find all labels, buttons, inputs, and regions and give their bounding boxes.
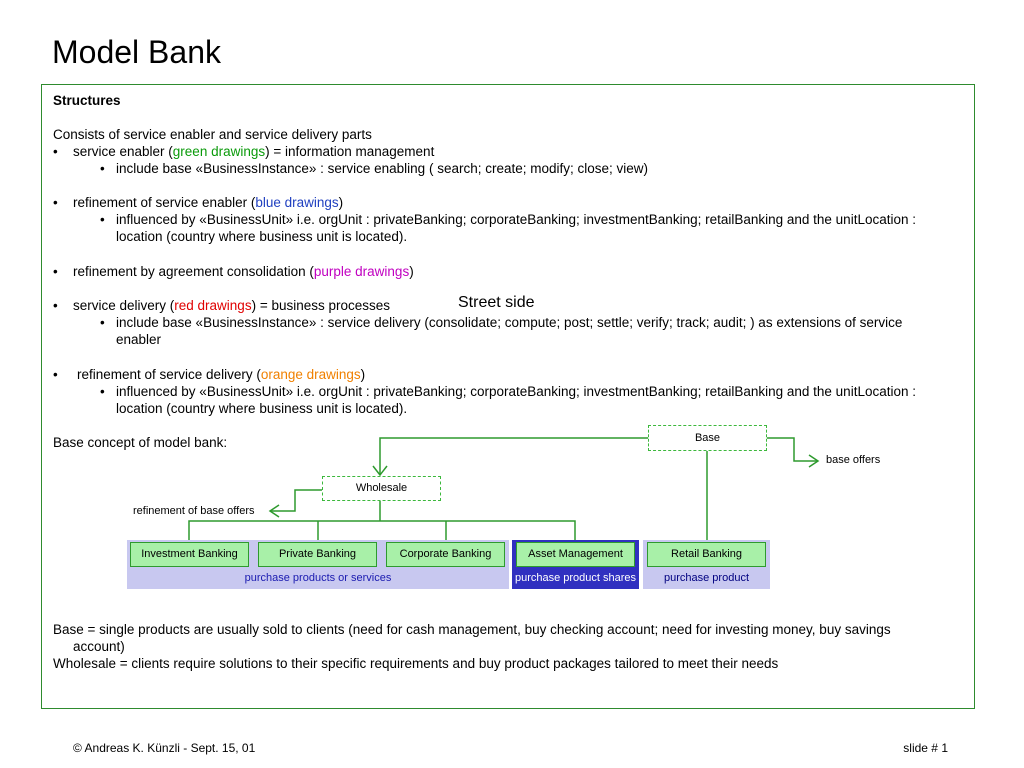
bullet-1-pre: service enabler ( — [73, 144, 173, 159]
base-offers-label: base offers — [826, 454, 881, 466]
retail-banking-box: Retail Banking — [647, 542, 766, 567]
content-frame — [41, 84, 975, 709]
corporate-banking-box: Corporate Banking — [386, 542, 505, 567]
base-concept-label: Base concept of model bank: — [53, 435, 228, 450]
bullet-4-sub-marker: • — [100, 315, 105, 330]
bullet-1: service enabler (green drawings) = infor… — [73, 143, 434, 160]
red-drawings-label: red drawings — [174, 298, 252, 313]
bullet-4-marker: • — [53, 298, 58, 313]
investment-banking-box: Investment Banking — [130, 542, 249, 567]
bullet-4: service delivery (red drawings) = busine… — [73, 297, 390, 314]
green-drawings-label: green drawings — [172, 144, 266, 159]
bullet-5-post: ) — [360, 367, 366, 382]
bullet-2-pre: refinement of service enabler ( — [73, 195, 256, 210]
bullet-2-marker: • — [53, 195, 58, 210]
bullet-5-sub-line2: location (country where business unit is… — [116, 401, 408, 416]
asset-management-box: Asset Management — [516, 542, 635, 567]
bullet-3-pre: refinement by agreement consolidation ( — [73, 264, 314, 279]
bullet-2: refinement of service enabler (blue draw… — [73, 194, 343, 211]
bullet-4-sub-line1: include base «BusinessInstance» : servic… — [116, 315, 903, 330]
bullet-4-post: ) = business processes — [251, 298, 391, 313]
structures-heading: Structures — [53, 93, 121, 108]
bullet-2-post: ) — [338, 195, 344, 210]
footer-slide-number: slide # 1 — [903, 741, 948, 755]
band-1-label: purchase products or services — [244, 572, 392, 584]
bullet-3-marker: • — [53, 264, 58, 279]
base-note-line1: Base = single products are usually sold … — [53, 622, 891, 637]
private-banking-box: Private Banking — [258, 542, 377, 567]
band-2-label: purchase product shares — [514, 572, 637, 584]
bullet-1-marker: • — [53, 144, 58, 159]
bullet-4-pre: service delivery ( — [73, 298, 175, 313]
wholesale-note: Wholesale = clients require solutions to… — [53, 656, 779, 671]
purple-drawings-label: purple drawings — [313, 264, 410, 279]
wholesale-box: Wholesale — [322, 476, 441, 501]
bullet-5-sub-line1: influenced by «BusinessUnit» i.e. orgUni… — [116, 384, 916, 399]
bullet-5: refinement of service delivery (orange d… — [77, 366, 365, 383]
bullet-2-sub-line1: influenced by «BusinessUnit» i.e. orgUni… — [116, 212, 916, 227]
band-3-label: purchase product — [664, 572, 749, 584]
bullet-3-post: ) — [409, 264, 414, 279]
street-side-label: Street side — [458, 294, 535, 311]
bullet-1-sub-marker: • — [100, 161, 105, 176]
bullet-1-post: ) = information management — [265, 144, 435, 159]
intro-text: Consists of service enabler and service … — [53, 127, 372, 142]
bullet-2-sub-marker: • — [100, 212, 105, 227]
bullet-5-pre: refinement of service delivery ( — [77, 367, 261, 382]
refinement-label: refinement of base offers — [133, 505, 255, 517]
bullet-5-marker: • — [53, 367, 58, 382]
base-note-line2: account) — [73, 639, 125, 654]
orange-drawings-label: orange drawings — [260, 367, 361, 382]
bullet-5-sub-marker: • — [100, 384, 105, 399]
bullet-1-sub: include base «BusinessInstance» : servic… — [116, 161, 649, 176]
footer-copyright: © Andreas K. Künzli - Sept. 15, 01 — [73, 741, 256, 755]
bullet-4-sub-line2: enabler — [116, 332, 162, 347]
bullet-3: refinement by agreement consolidation (p… — [73, 263, 414, 280]
base-box: Base — [648, 425, 767, 451]
bullet-2-sub-line2: location (country where business unit is… — [116, 229, 408, 244]
blue-drawings-label: blue drawings — [255, 195, 339, 210]
slide-title: Model Bank — [52, 34, 221, 70]
